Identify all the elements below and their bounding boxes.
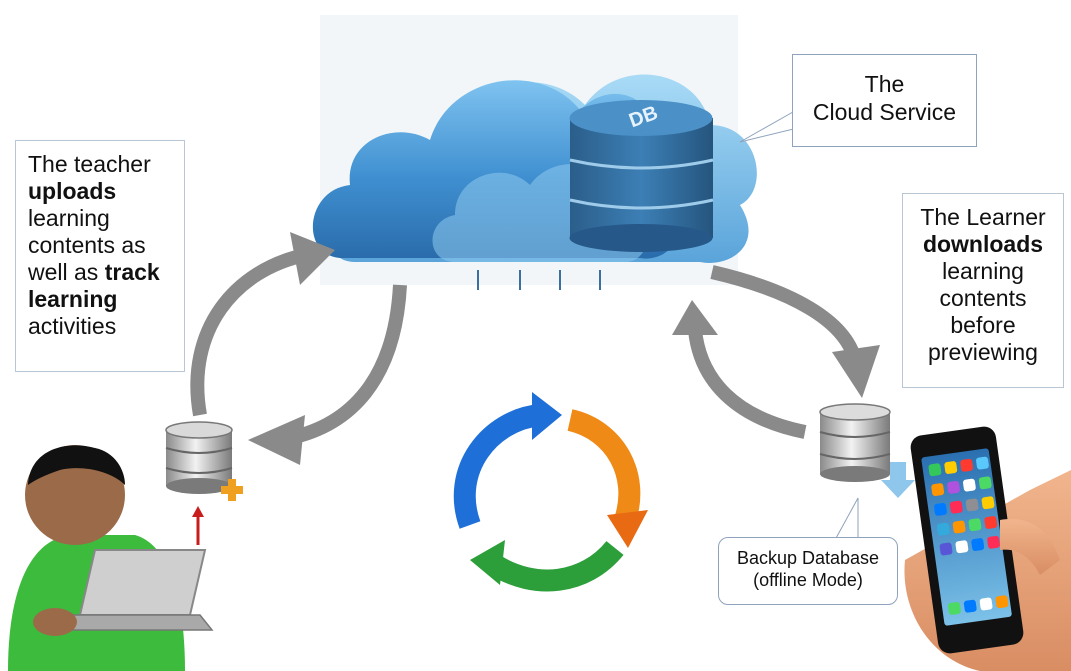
learner-database-icon [819,403,891,482]
cloud-service-callout: The Cloud Service [792,54,977,147]
database-icon: DB [569,100,714,252]
backup-callout-pointer [834,497,859,541]
plus-icon [221,479,243,501]
cloud-callout-line-1: The [864,71,905,97]
upload-arrow [190,232,335,417]
teacher-callout: The teacher uploads learning contents as… [15,140,185,372]
download-arrow-icon [881,462,915,498]
teacher-database-icon [165,421,233,494]
learner-line-3: learning [942,258,1024,284]
learner-line-5: before [950,312,1016,338]
learner-callout: The Learner downloads learning contents … [902,193,1064,388]
recycle-cycle-icon [453,392,648,592]
upload-small-arrow-icon [192,506,204,545]
sync-down-arrow-left [248,284,407,465]
teacher-line-2: uploads [28,178,117,204]
cloud-callout-line-2: Cloud Service [812,99,957,125]
teacher-line-5-text: well as [28,259,105,285]
learner-line-4: contents [939,285,1027,311]
learner-line-1: The Learner [920,204,1046,230]
laptop-icon [33,549,214,636]
learner-line-6: previewing [928,339,1038,365]
download-arrow [710,265,880,398]
smartphone-icon [904,426,1071,671]
teacher-line-6: learning [28,286,118,312]
backup-database-callout: Backup Database (offline Mode) [718,537,898,605]
learner-line-2: downloads [922,231,1044,257]
backup-line-1: Backup Database [736,548,880,568]
teacher-line-1: The teacher [28,151,151,177]
teacher-line-3: learning [28,205,110,231]
teacher-line-5-bold: track [104,259,160,285]
teacher-line-4: contents as [28,232,146,258]
teacher-line-5: well as track [28,259,184,286]
backup-line-2: (offline Mode) [753,570,863,590]
sync-up-arrow-right [672,300,807,439]
teacher-line-7: activities [28,313,117,339]
